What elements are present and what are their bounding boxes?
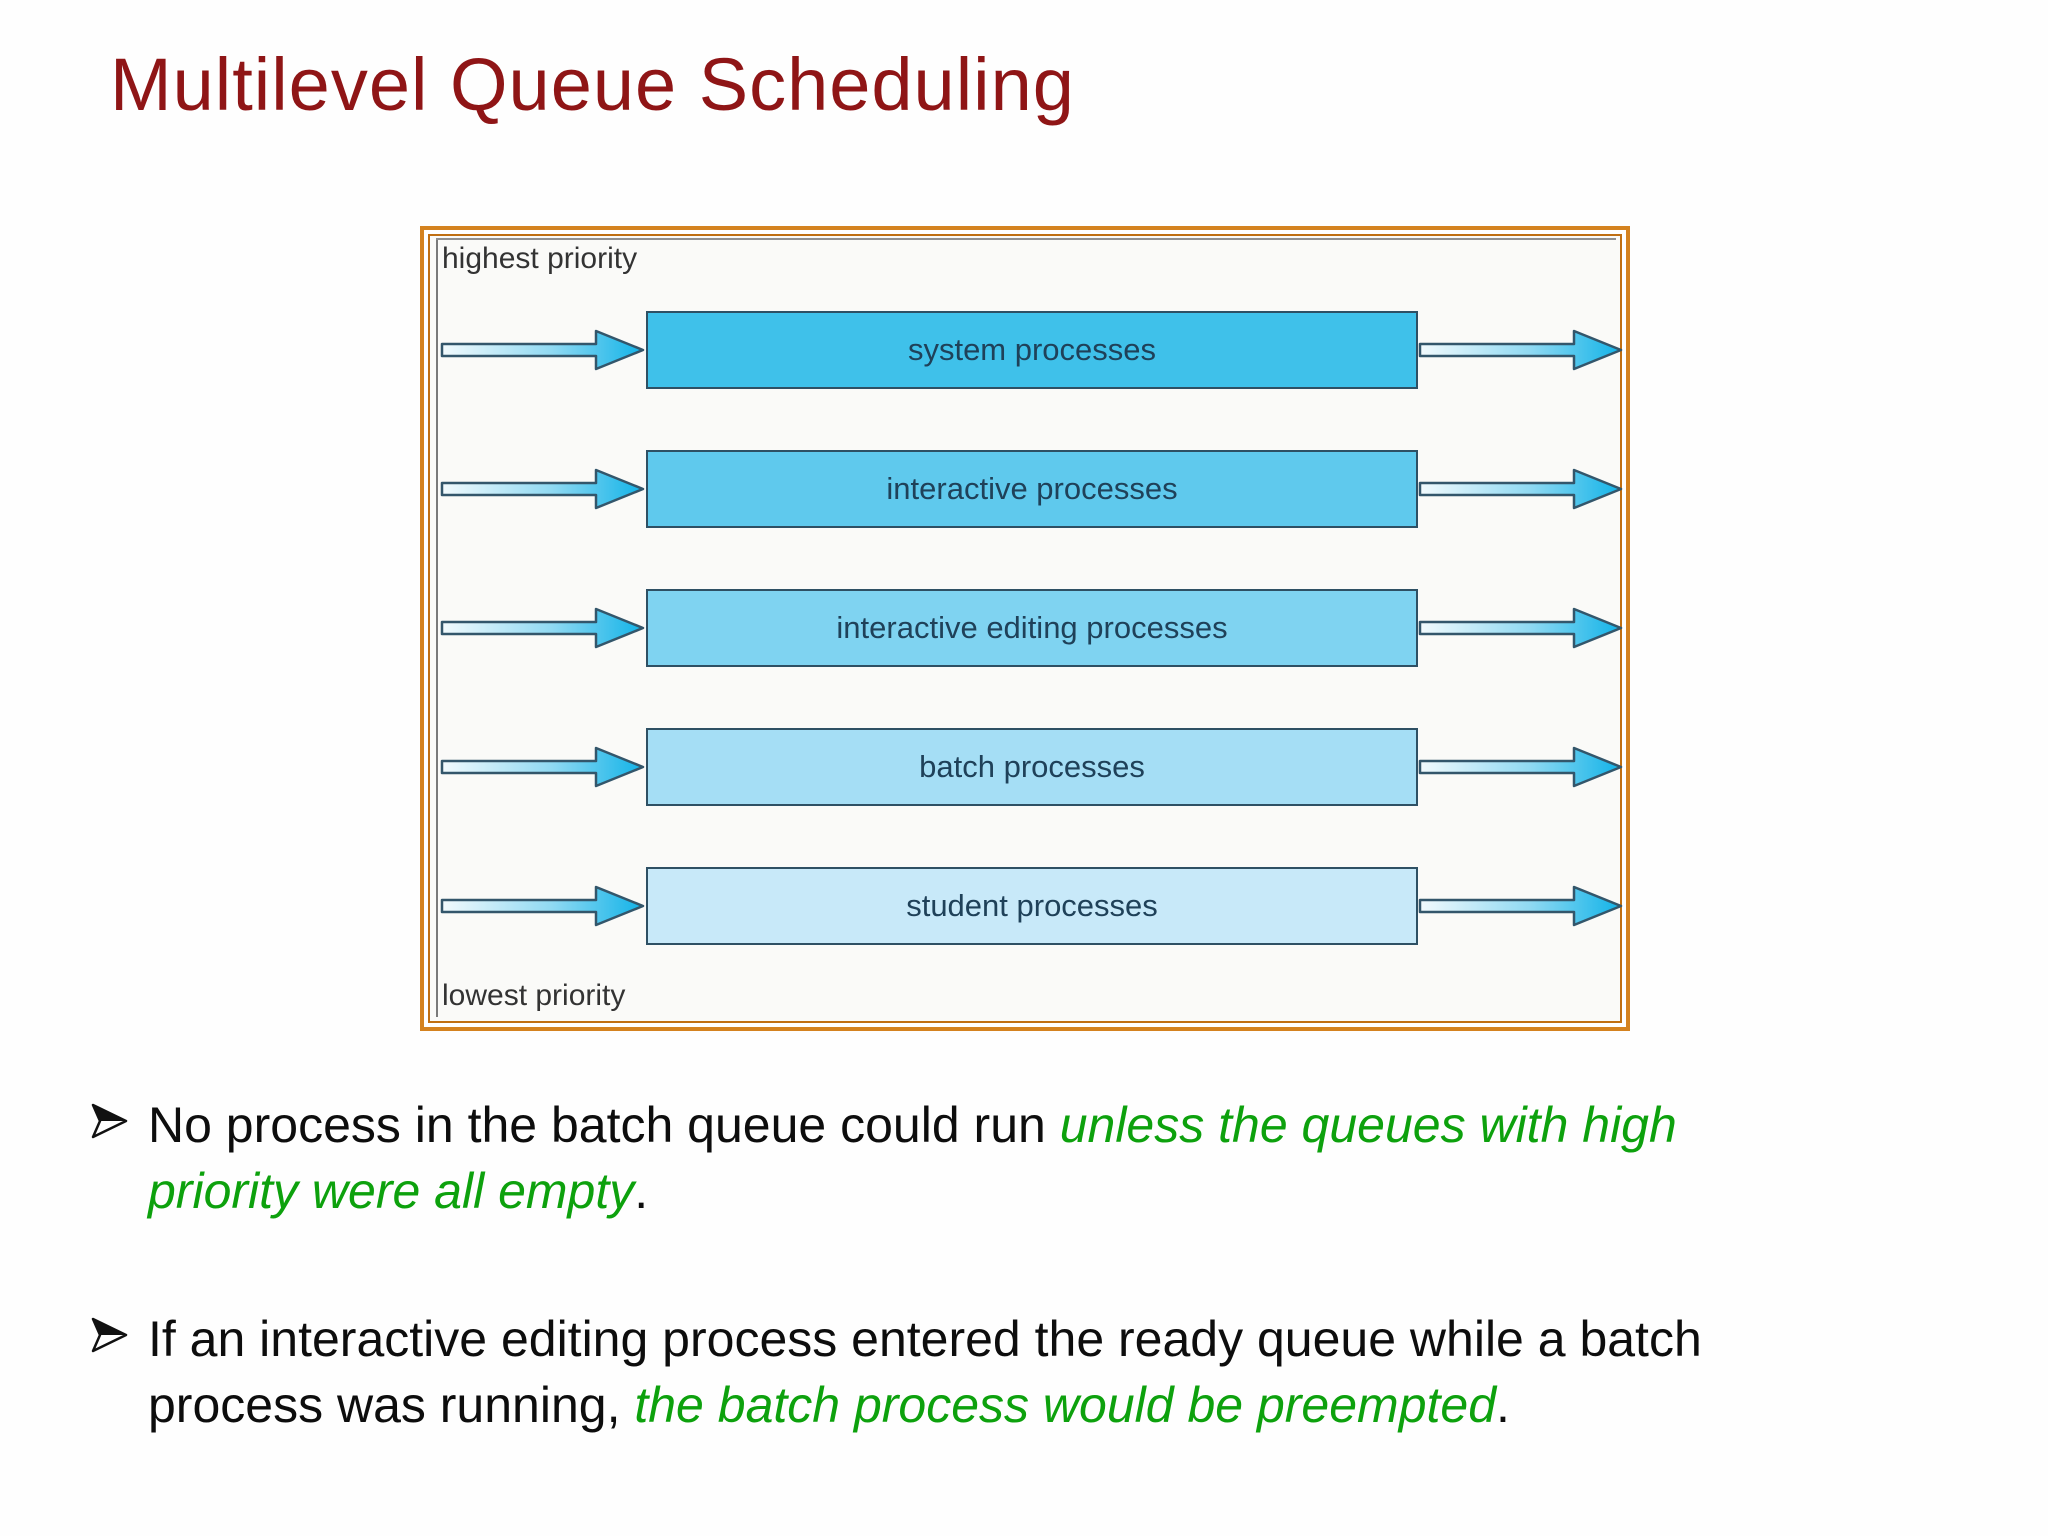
- bullet-text-segment: unless the queues with high: [1059, 1097, 1677, 1153]
- flow-in-arrow-icon: [440, 329, 645, 371]
- queue-box: student processes: [646, 867, 1418, 945]
- bullet-text-segment: .: [634, 1163, 649, 1219]
- flow-out-arrow-icon: [1418, 329, 1623, 371]
- bullet-text-segment: the batch process would be preempted: [634, 1377, 1497, 1433]
- bullet-text-segment: process was running,: [148, 1377, 635, 1433]
- bullet-item: No process in the batch queue could run …: [148, 1092, 1677, 1224]
- flow-in-arrow-icon: [440, 746, 645, 788]
- queue-diagram-frame: highest priority lowest priority system …: [420, 226, 1630, 1031]
- queue-label: student processes: [906, 888, 1158, 923]
- bullet-text-segment: .: [1496, 1377, 1510, 1433]
- flow-in-arrow-icon: [440, 885, 645, 927]
- bullet-arrow-icon: [91, 1317, 128, 1353]
- bullet-line: priority were all empty.: [148, 1158, 1677, 1224]
- priority-label-highest: highest priority: [442, 242, 638, 275]
- bullet-line: process was running, the batch process w…: [148, 1372, 1702, 1438]
- flow-out-arrow-icon: [1418, 468, 1623, 510]
- bullet-text-segment: No process in the batch queue could run: [148, 1097, 1060, 1153]
- queue-box: interactive processes: [646, 450, 1418, 528]
- queue-box: system processes: [646, 311, 1418, 389]
- bullet-text-segment: priority were all empty: [148, 1163, 635, 1219]
- flow-out-arrow-icon: [1418, 746, 1623, 788]
- queue-label: system processes: [907, 332, 1157, 367]
- queue-label: interactive editing processes: [836, 610, 1228, 645]
- queue-box: interactive editing processes: [646, 589, 1418, 667]
- bullet-item: If an interactive editing process entere…: [148, 1306, 1702, 1438]
- queue-label: interactive processes: [886, 471, 1178, 506]
- flow-in-arrow-icon: [440, 607, 645, 649]
- flow-out-arrow-icon: [1418, 885, 1623, 927]
- bullet-text-segment: If an interactive editing process entere…: [148, 1311, 1702, 1367]
- queue-box: batch processes: [646, 728, 1418, 806]
- priority-label-lowest: lowest priority: [442, 979, 626, 1012]
- page-title: Multilevel Queue Scheduling: [110, 43, 1075, 126]
- bullet-arrow-icon: [91, 1103, 128, 1139]
- figure-edge-line: [436, 238, 438, 1017]
- flow-out-arrow-icon: [1418, 607, 1623, 649]
- flow-in-arrow-icon: [440, 468, 645, 510]
- figure-edge-line: [436, 238, 1616, 240]
- queue-diagram: highest priority lowest priority system …: [428, 234, 1623, 1023]
- bullet-line: If an interactive editing process entere…: [148, 1306, 1702, 1372]
- bullet-line: No process in the batch queue could run …: [148, 1092, 1677, 1158]
- queue-label: batch processes: [919, 749, 1145, 784]
